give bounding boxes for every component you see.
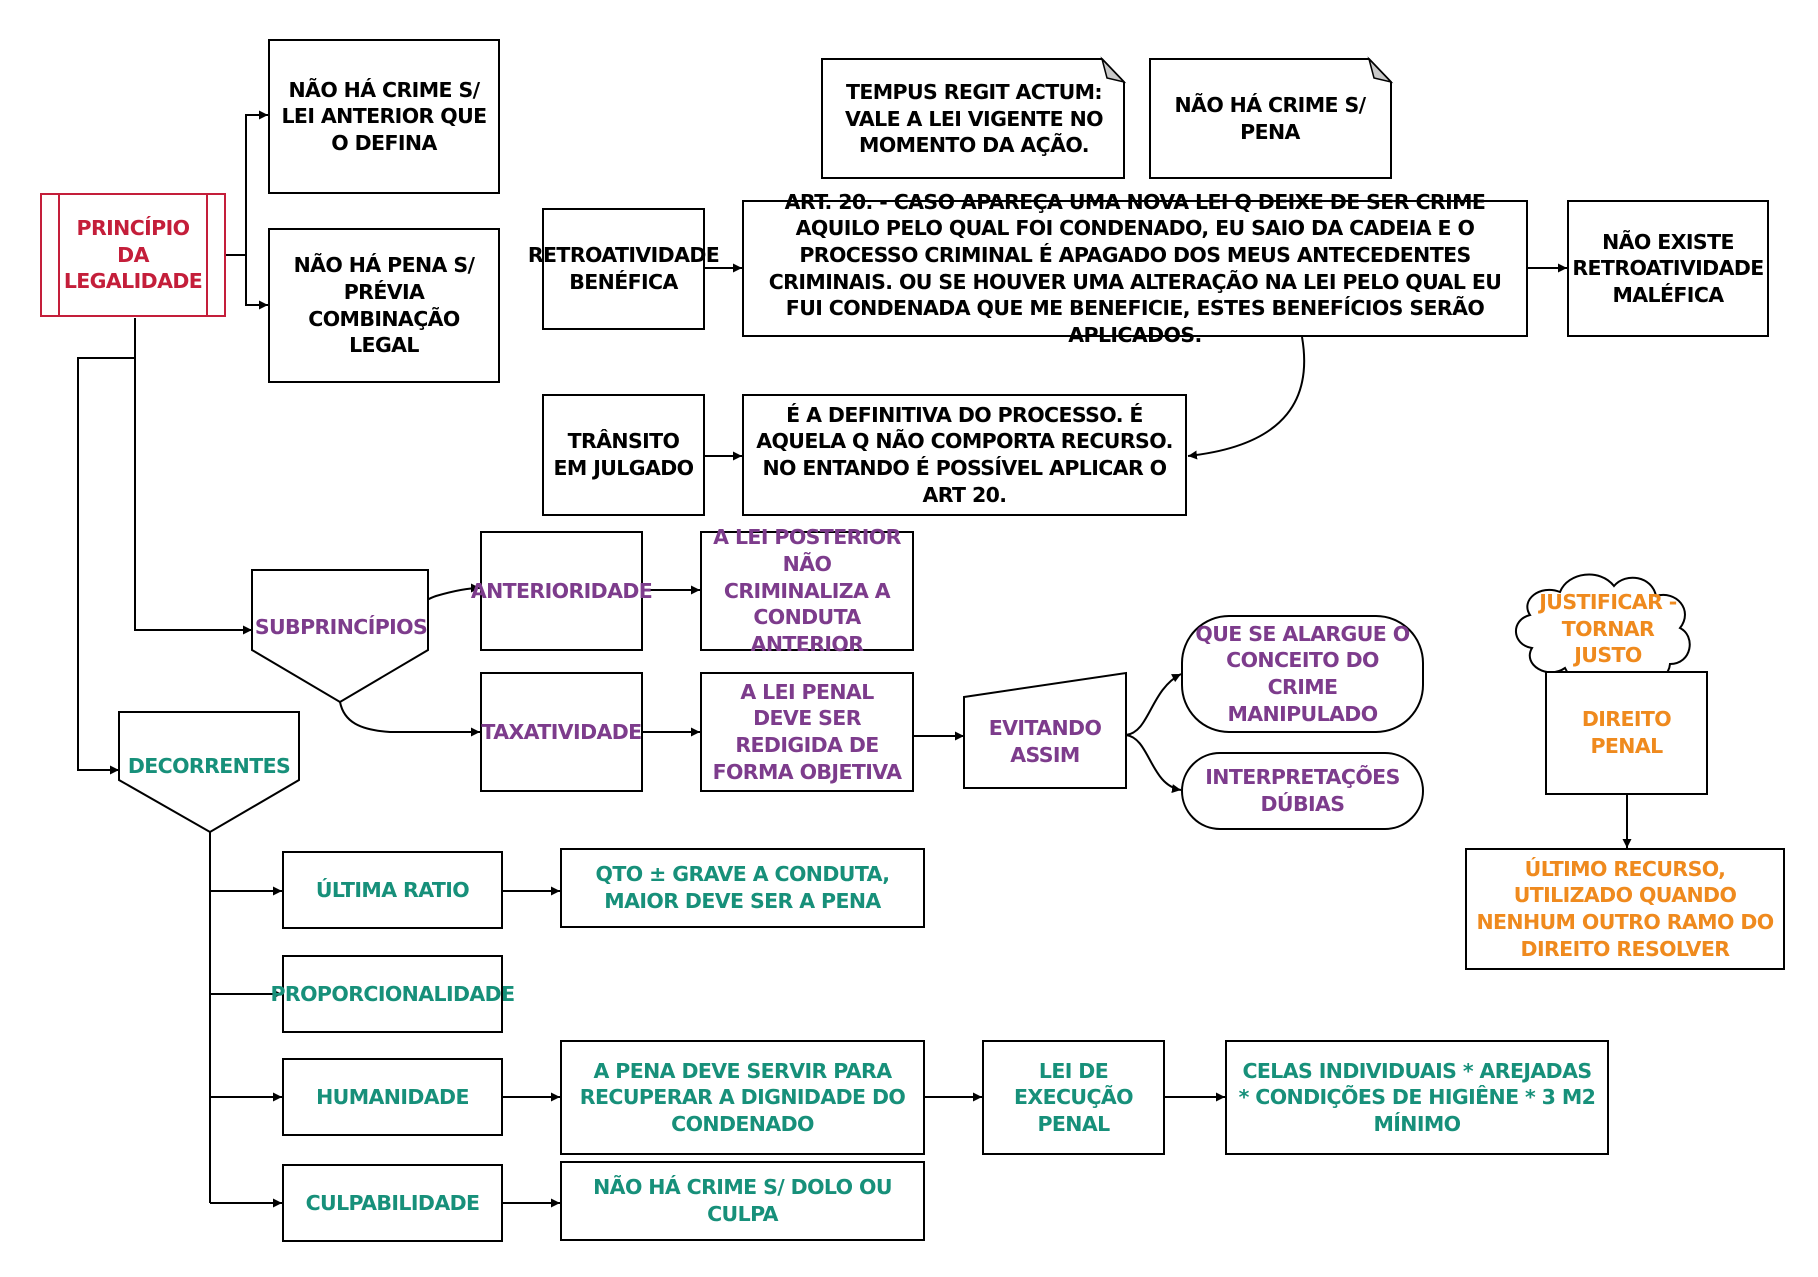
- ultima-ratio-node: ÚLTIMA RATIO: [282, 851, 503, 929]
- decorrentes-label: DECORRENTES: [127, 753, 291, 778]
- definitiva-node: É A DEFINITIVA DO PROCESSO. É AQUELA Q N…: [742, 394, 1187, 516]
- direito-penal-node: DIREITO PENAL: [1545, 671, 1708, 795]
- justificar-cloud-label: JUSTIFICAR - TORNAR JUSTO: [1539, 590, 1677, 668]
- edge-evitando-alargue: [1125, 673, 1182, 736]
- edge-evitando-interp: [1125, 734, 1182, 793]
- pena-servir-node: A PENA DEVE SERVIR PARA RECUPERAR A DIGN…: [560, 1040, 925, 1155]
- taxatividade-node: TAXATIVIDADE: [480, 672, 643, 792]
- decorrentes-shape: [118, 711, 300, 834]
- lei-execucao-node: LEI DE EXECUÇÃO PENAL: [982, 1040, 1165, 1155]
- subprincipios-shape: [251, 569, 429, 704]
- evitando-assim-label: EVITANDO ASSIM: [988, 716, 1102, 767]
- culpabilidade-node: CULPABILIDADE: [282, 1164, 503, 1242]
- principio-legalidade-label: PRINCÍPIO DA LEGALIDADE: [63, 216, 203, 294]
- tempus-regit-note: TEMPUS REGIT ACTUM: VALE A LEI VIGENTE N…: [845, 80, 1104, 158]
- note-shapes: [821, 56, 1394, 179]
- transito-julgado-node: TRÂNSITO EM JULGADO: [542, 394, 705, 516]
- anterioridade-node: ANTERIORIDADE: [471, 531, 653, 651]
- nao-ha-dolo-node: NÃO HÁ CRIME S/ DOLO OU CULPA: [560, 1161, 925, 1241]
- nao-ha-pena-previa-node: NÃO HÁ PENA S/ PRÉVIA COMBINAÇÃO LEGAL: [268, 228, 500, 383]
- lei-posterior-node: A LEI POSTERIOR NÃO CRIMINALIZA A CONDUT…: [700, 525, 914, 656]
- humanidade-node: HUMANIDADE: [282, 1058, 503, 1136]
- interpretacoes-node: INTERPRETAÇÕES DÚBIAS: [1181, 752, 1424, 830]
- edge-to-decorrentes: [77, 357, 135, 775]
- ultimo-recurso-node: ÚLTIMO RECURSO, UTILIZADO QUANDO NENHUM …: [1465, 848, 1785, 970]
- qto-grave-node: QTO ± GRAVE A CONDUTA, MAIOR DEVE SER A …: [560, 848, 925, 928]
- edge-art20-definitiva: [1187, 336, 1306, 460]
- principio-legalidade-node: [40, 193, 226, 317]
- celas-node: CELAS INDIVIDUAIS * AREJADAS * CONDIÇÕES…: [1225, 1040, 1609, 1155]
- retroatividade-node: RETROATIVIDADE BENÉFICA: [528, 208, 720, 330]
- process-bar-left: [58, 195, 60, 315]
- edge-sub-taxatividade: [339, 701, 480, 737]
- process-bar-right: [206, 195, 208, 315]
- subprincipios-label: SUBPRINCÍPIOS: [254, 614, 428, 639]
- nao-existe-node: NÃO EXISTE RETROATIVIDADE MALÉFICA: [1567, 200, 1769, 337]
- evitando-shape: [963, 671, 1127, 789]
- edge-to-nao-ha-pena: [245, 255, 268, 310]
- edge-to-subprincipios: [134, 318, 252, 635]
- lei-penal-node: A LEI PENAL DEVE SER REDIGIDA DE FORMA O…: [700, 672, 914, 792]
- edge-to-nao-ha-crime: [245, 110, 268, 255]
- art20-node: ART. 20. - CASO APAREÇA UMA NOVA LEI Q D…: [742, 190, 1528, 347]
- nao-ha-crime-pena-note: NÃO HÁ CRIME S/ PENA: [1174, 93, 1367, 144]
- nao-ha-crime-lei-node: NÃO HÁ CRIME S/ LEI ANTERIOR QUE O DEFIN…: [268, 39, 500, 194]
- alargue-node: QUE SE ALARGUE O CONCEITO DO CRIME MANIP…: [1181, 615, 1424, 733]
- proporcionalidade-node: PROPORCIONALIDADE: [271, 955, 515, 1033]
